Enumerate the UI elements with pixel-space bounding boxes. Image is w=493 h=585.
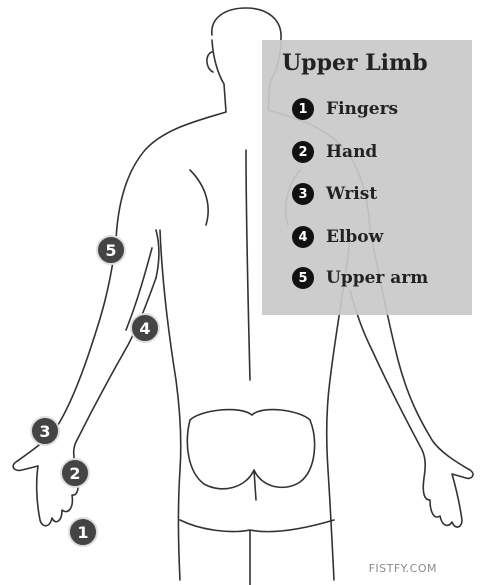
- legend-number-4: 4: [292, 226, 314, 248]
- marker-elbow: 4: [130, 313, 160, 343]
- legend-item-hand: 2 Hand: [292, 140, 377, 164]
- legend-number-3: 3: [292, 183, 314, 205]
- legend-number-2: 2: [292, 141, 314, 163]
- legend-number-5: 5: [292, 267, 314, 289]
- watermark: FISTFY.COM: [369, 562, 437, 575]
- legend-item-upper-arm: 5 Upper arm: [292, 266, 428, 290]
- legend-label-upper-arm: Upper arm: [326, 268, 428, 288]
- marker-upper-arm: 5: [96, 235, 126, 265]
- legend-label-fingers: Fingers: [326, 99, 398, 119]
- marker-wrist: 3: [30, 416, 60, 446]
- spine-line: [246, 150, 250, 380]
- legend-number-1: 1: [292, 98, 314, 120]
- legend-label-wrist: Wrist: [326, 184, 377, 204]
- marker-hand: 2: [60, 458, 90, 488]
- legend-title: Upper Limb: [282, 50, 428, 76]
- marker-fingers: 1: [68, 517, 98, 547]
- legend-label-hand: Hand: [326, 142, 377, 162]
- legend-item-fingers: 1 Fingers: [292, 97, 398, 121]
- shoulder-blade-left: [190, 170, 208, 225]
- left-ear: [207, 52, 213, 72]
- buttocks: [187, 410, 314, 500]
- legs-top: [180, 520, 334, 585]
- legend-item-elbow: 4 Elbow: [292, 225, 383, 249]
- legend-item-wrist: 3 Wrist: [292, 182, 377, 206]
- legend-label-elbow: Elbow: [326, 227, 383, 247]
